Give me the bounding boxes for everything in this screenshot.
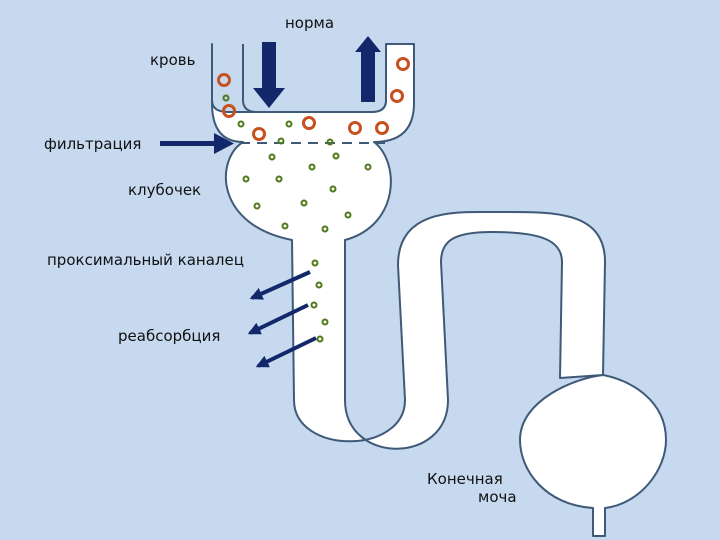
particle xyxy=(300,199,308,207)
red-cell xyxy=(302,116,316,130)
particle xyxy=(364,163,372,171)
red-cell xyxy=(222,104,236,118)
red-cell xyxy=(396,57,410,71)
particle xyxy=(237,120,245,128)
label-filtration: фильтрация xyxy=(44,135,142,153)
particle xyxy=(253,202,261,210)
red-cell xyxy=(390,89,404,103)
label-final-urine-line2: моча xyxy=(478,488,517,506)
label-final-urine-line1: Конечная xyxy=(427,470,503,488)
particle xyxy=(321,318,329,326)
filtered-particles xyxy=(222,94,372,343)
blood-out-arrow xyxy=(355,36,381,102)
label-proximal-tubule: проксимальный каналец xyxy=(47,251,244,269)
red-blood-cells xyxy=(217,57,410,141)
label-glomerulus: клубочек xyxy=(128,181,202,199)
reabsorption-arrow-1 xyxy=(249,270,311,300)
particle xyxy=(285,120,293,128)
reabsorption-arrow-3 xyxy=(255,336,317,368)
particle xyxy=(242,175,250,183)
particle xyxy=(329,185,337,193)
particle xyxy=(311,259,319,267)
label-norm: норма xyxy=(285,14,335,32)
particle xyxy=(268,153,276,161)
particle xyxy=(310,301,318,309)
red-cell xyxy=(217,73,231,87)
filtration-arrow xyxy=(160,133,234,154)
red-cell xyxy=(348,121,362,135)
nephron-tubule xyxy=(211,43,667,537)
particle xyxy=(316,335,324,343)
particle xyxy=(332,152,340,160)
particle xyxy=(308,163,316,171)
particle xyxy=(315,281,323,289)
particle xyxy=(281,222,289,230)
reabsorption-arrow-2 xyxy=(247,303,309,335)
particle xyxy=(222,94,230,102)
particle xyxy=(344,211,352,219)
particle xyxy=(275,175,283,183)
particle xyxy=(277,137,285,145)
label-blood: кровь xyxy=(150,51,196,69)
blood-in-arrow xyxy=(253,42,285,108)
red-cell xyxy=(252,127,266,141)
red-cell xyxy=(375,121,389,135)
particle xyxy=(326,138,334,146)
particle xyxy=(321,225,329,233)
label-reabsorption: реабсорбция xyxy=(118,327,221,345)
